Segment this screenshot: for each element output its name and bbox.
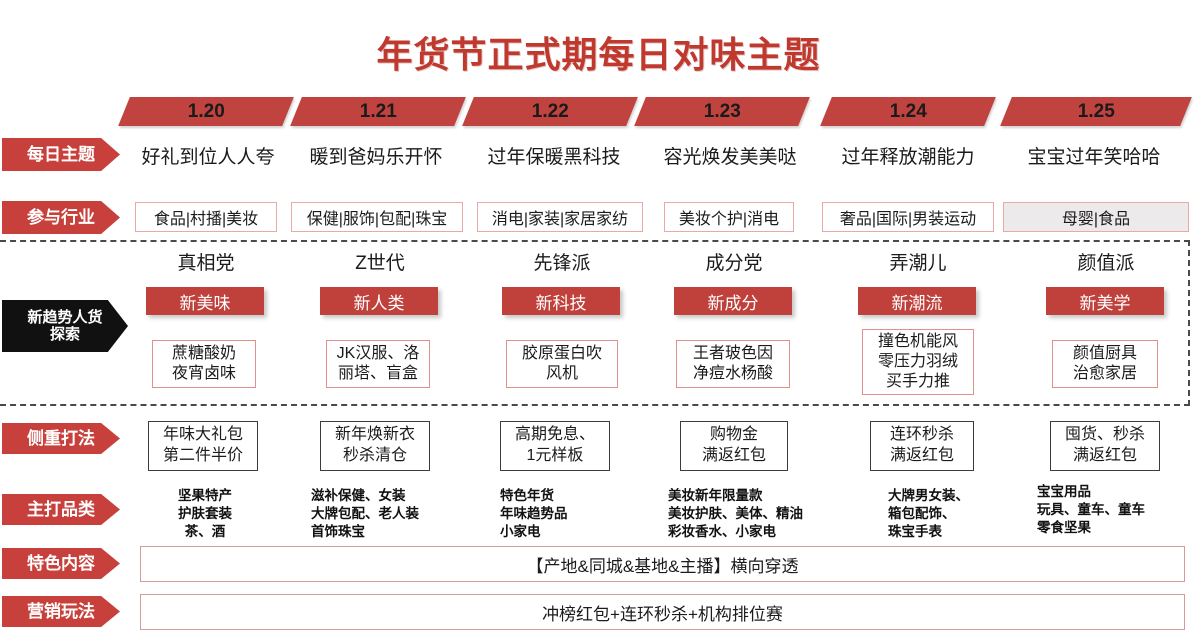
trend-items-box-3: 王者玻色因 净痘水杨酸: [676, 340, 790, 388]
date-label: 1.20: [187, 100, 225, 122]
industry-box-2: 消电|家装|家居家纺: [477, 202, 643, 232]
group-name-2: 先锋派: [533, 253, 591, 274]
date-label: 1.24: [889, 100, 927, 122]
trend-chip-1: 新人类: [320, 287, 438, 315]
date-label: 1.23: [703, 100, 741, 122]
tactic-box-2: 高期免息、 1元样板: [500, 421, 610, 471]
categories-cell-0: 坚果特产 护肤套装 茶、酒: [178, 488, 232, 540]
date-chip-0: 1.20: [118, 97, 294, 126]
industry-box-5: 母婴|食品: [1003, 202, 1189, 232]
categories-cell-3: 美妆新年限量款 美妆护肤、美体、精油 彩妆香水、小家电: [668, 488, 803, 540]
date-chip-4: 1.24: [820, 97, 996, 126]
group-name-4: 弄潮儿: [889, 253, 947, 274]
trend-items-box-1: JK汉服、洛 丽塔、盲盒: [326, 340, 430, 388]
trend-chip-2: 新科技: [502, 287, 620, 315]
date-chip-1: 1.21: [290, 97, 466, 126]
trend-items-box-2: 胶原蛋白吹 风机: [506, 340, 618, 388]
industry-box-4: 奢品|国际|男装运动: [822, 202, 994, 232]
categories-cell-5: 宝宝用品 玩具、童车、童车 零食坚果: [1037, 484, 1145, 536]
date-chip-3: 1.23: [634, 97, 810, 126]
trend-items-box-0: 蔗糖酸奶 夜宵卤味: [152, 340, 256, 388]
trend-band-bottom-divider: [0, 404, 1190, 406]
trend-chip-5: 新美学: [1046, 287, 1164, 315]
date-label: 1.25: [1077, 100, 1115, 122]
trend-chip-4: 新潮流: [858, 287, 976, 315]
group-name-1: Z世代: [355, 253, 405, 274]
theme-cell-0: 好礼到位人人夸: [141, 147, 275, 168]
industry-box-1: 保健|服饰|包配|珠宝: [291, 202, 463, 232]
tactic-box-3: 购物金 满返红包: [680, 421, 788, 471]
date-chip-5: 1.25: [1000, 97, 1192, 126]
group-name-0: 真相党: [177, 253, 235, 274]
theme-cell-4: 过年释放潮能力: [841, 147, 975, 168]
date-label: 1.21: [359, 100, 397, 122]
page-title: 年货节正式期每日对味主题: [376, 34, 821, 75]
marketing-wide-bar: 冲榜红包+连环秒杀+机构排位赛: [140, 594, 1185, 630]
categories-cell-1: 滋补保健、女装 大牌包配、老人装 首饰珠宝: [311, 488, 419, 540]
date-label: 1.22: [531, 100, 569, 122]
categories-cell-2: 特色年货 年味趋势品 小家电: [500, 488, 568, 540]
theme-cell-5: 宝宝过年笑哈哈: [1027, 147, 1161, 168]
tactic-box-5: 囤货、秒杀 满返红包: [1050, 421, 1160, 471]
tactic-box-4: 连环秒杀 满返红包: [870, 421, 974, 471]
industry-box-3: 美妆个护|消电: [664, 202, 794, 232]
row-tag-content: 特色内容: [2, 548, 120, 579]
row-tag-tactics: 侧重打法: [2, 423, 120, 454]
content-wide-bar: 【产地&同城&基地&主播】横向穿透: [140, 546, 1185, 582]
trend-items-box-5: 颜值厨具 治愈家居: [1052, 340, 1158, 388]
date-header-row: 1.20 1.21 1.22 1.23 1.24 1.25: [0, 97, 1197, 127]
trend-band-right-edge: [1188, 240, 1190, 406]
theme-cell-3: 容光焕发美美哒: [663, 147, 797, 168]
trend-chip-3: 新成分: [674, 287, 792, 315]
categories-cell-4: 大牌男女装、 箱包配饰、 珠宝手表: [888, 488, 969, 540]
row-tag-trend: 新趋势人货 探索: [2, 300, 128, 352]
row-tag-daily-theme: 每日主题: [2, 138, 120, 171]
industry-box-0: 食品|村播|美妆: [135, 202, 277, 232]
tactic-box-1: 新年焕新衣 秒杀清仓: [320, 421, 430, 471]
trend-chip-0: 新美味: [146, 287, 264, 315]
group-name-5: 颜值派: [1077, 253, 1135, 274]
row-tag-marketing: 营销玩法: [2, 596, 120, 627]
theme-cell-1: 暖到爸妈乐开怀: [309, 147, 443, 168]
trend-band-top-divider: [0, 240, 1190, 242]
theme-cell-2: 过年保暖黑科技: [487, 147, 621, 168]
date-chip-2: 1.22: [462, 97, 638, 126]
row-tag-categories: 主打品类: [2, 494, 120, 525]
row-tag-industries: 参与行业: [2, 201, 120, 234]
group-name-3: 成分党: [705, 253, 763, 274]
trend-items-box-4: 撞色机能风 零压力羽绒 买手力推: [862, 329, 974, 395]
tactic-box-0: 年味大礼包 第二件半价: [148, 421, 258, 471]
